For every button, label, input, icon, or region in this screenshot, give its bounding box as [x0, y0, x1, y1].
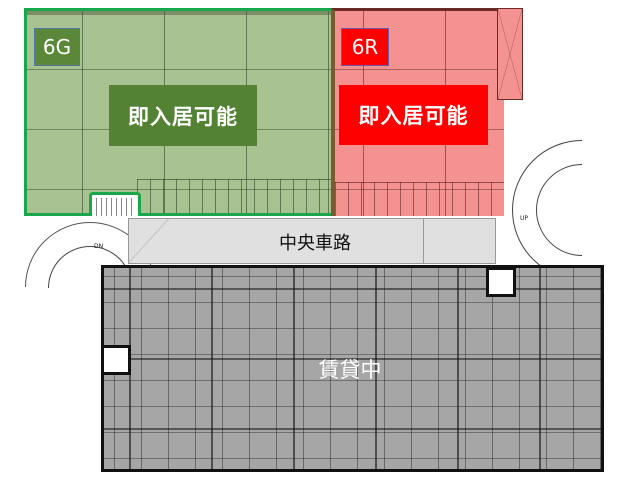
zone-6r-code-label: 6R: [341, 28, 389, 66]
stair-icon: [96, 198, 134, 216]
central-road: [128, 218, 424, 264]
central-road-extension: [424, 218, 496, 264]
ramp-down-label: DN: [94, 243, 104, 250]
ramp-right-inner-arc: [536, 164, 582, 256]
zone-6r-annex: [497, 8, 523, 100]
ramp-up-label: UP: [520, 215, 529, 222]
zone-leased[interactable]: [101, 265, 604, 472]
zone-leased-status-label: 賃貸中: [318, 358, 382, 382]
zone-6r-loading-docks: [335, 182, 504, 216]
zone-6g-status-banner: 即入居可能: [109, 85, 257, 146]
zone-leased-walls: [104, 268, 601, 469]
zone-6g-stair-core: [89, 192, 141, 216]
elevator-core-icon: [101, 345, 131, 375]
zone-6g-loading-docks: [137, 179, 334, 213]
zone-6g-code-label: 6G: [34, 28, 80, 66]
central-road-label: 中央車路: [279, 233, 351, 254]
stair-core-icon: [486, 267, 516, 297]
zone-6g-top-wall: [27, 11, 334, 15]
road-markings: [129, 219, 423, 263]
zone-6r-status-banner: 即入居可能: [339, 85, 488, 145]
